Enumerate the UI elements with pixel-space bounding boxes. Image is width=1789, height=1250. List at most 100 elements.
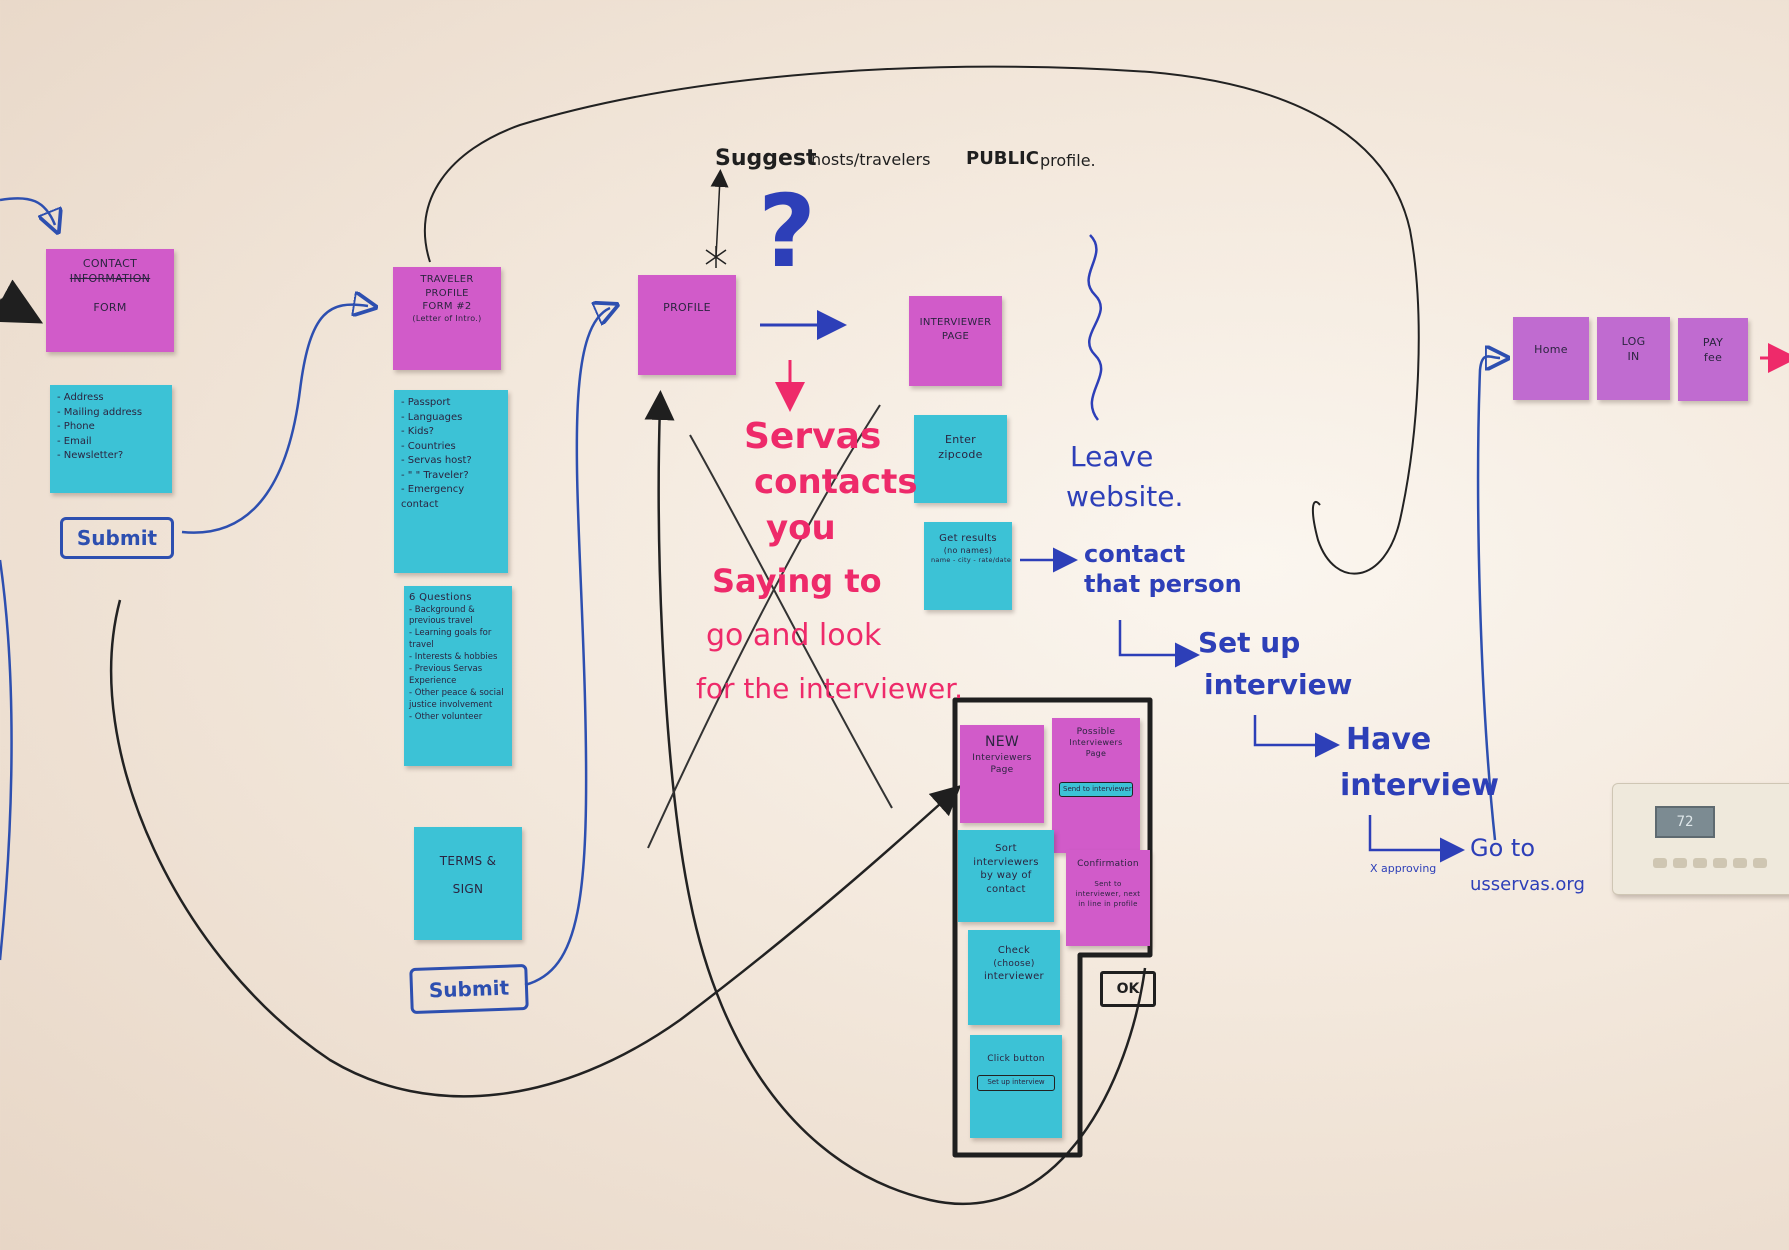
annotation-profile-word: profile. (1040, 151, 1096, 170)
thermostat-button (1653, 858, 1667, 868)
arrow-to-go-to (1368, 815, 1465, 863)
arrow-suggest-up (710, 169, 729, 259)
annotation-you: you (766, 508, 836, 548)
annotation-leave: Leave (1070, 440, 1154, 473)
note-line: New (984, 734, 1020, 750)
list-item: - Other peace & social justice involveme… (409, 687, 504, 710)
list-item: contact (401, 498, 439, 510)
note-line: zipcode (938, 447, 983, 461)
note-line: Get results (939, 533, 997, 544)
send-to-interviewer-button[interactable]: Send to interviewer (1059, 781, 1133, 798)
check-interviewer-note: Check (choose) interviewer (968, 930, 1060, 1025)
note-line: Information (69, 271, 151, 285)
questions-list: - Background & previous travel - Learnin… (409, 605, 507, 724)
list-item: - Passport (401, 397, 451, 408)
note-line: Terms & (439, 854, 497, 868)
squiggle-leave (1087, 234, 1103, 421)
list-item: - Address (57, 392, 104, 403)
traveler-form-note: Traveler Profile Form #2 (Letter of Intr… (393, 267, 501, 370)
annotation-question-mark: ? (758, 173, 817, 290)
get-results-note: Get results (no names) name - city - rat… (924, 522, 1012, 610)
note-line: (Letter of Intro.) (412, 313, 482, 323)
ok-button[interactable]: OK (1100, 971, 1156, 1007)
note-line: Contact (82, 257, 138, 270)
annotation-suggest: Suggest (715, 146, 817, 171)
list-item: - Previous Servas Experience (409, 663, 483, 686)
annotation-set-up: Set up (1198, 626, 1301, 659)
cross-out-line-1 (689, 434, 893, 809)
loop-line-top (423, 65, 1420, 575)
return-to-profile-line (644, 390, 1147, 1206)
list-item: - Phone (57, 421, 95, 432)
interviewer-screen-frame (952, 697, 1153, 1158)
annotation-that-person: that person (1084, 570, 1242, 598)
note-line: Check (997, 945, 1031, 956)
thermostat-button (1693, 858, 1707, 868)
annotation-for-interviewer: for the interviewer. (696, 672, 964, 705)
contact-fields-note: - Address - Mailing address - Phone - Em… (50, 385, 172, 493)
terms-note: Terms & Sign (414, 827, 522, 940)
note-line: Form #2 (422, 301, 472, 312)
list-item: - Servas host? (401, 455, 472, 466)
note-line: name - city - rate/date (931, 556, 1012, 565)
list-item: - Languages (401, 411, 463, 423)
annotation-saying: Saying to (712, 562, 882, 600)
interviewer-page-note: Interviewer Page (909, 296, 1002, 386)
arrow-submit-to-profile (524, 308, 610, 987)
note-line: Page (990, 765, 1014, 776)
thermostat-display: 72 (1655, 806, 1715, 838)
note-line: (choose) (993, 958, 1035, 969)
cross-out-line-2 (647, 404, 881, 849)
log-in-note: Log In (1597, 317, 1670, 400)
annotation-go-look: go and look (706, 618, 882, 653)
traveler-fields-list: - Passport - Languages - Kids? - Countri… (401, 396, 501, 512)
list-item: - Interests & hobbies (409, 652, 498, 663)
set-up-interview-button[interactable]: Set up interview (977, 1075, 1055, 1091)
annotation-go-to: Go to (1470, 834, 1536, 862)
list-item: - Other volunteer (409, 711, 483, 722)
annotation-contacts: contacts (754, 462, 918, 502)
annotation-servas: Servas (744, 416, 882, 457)
list-item: - Kids? (401, 426, 434, 437)
annotation-contact: contact (1084, 540, 1186, 568)
arrow-to-have-interview (1253, 715, 1340, 758)
annotation-x-approving: X approving (1370, 862, 1437, 875)
note-title: 6 Questions (409, 592, 472, 603)
list-item: - Mailing address (57, 406, 143, 418)
note-line: by way of (980, 870, 1032, 881)
note-line: Interviewers (1069, 738, 1123, 748)
possible-interviewers-note: Possible Interviewers Page Send to inter… (1052, 718, 1140, 853)
arrow-up-to-home (1476, 356, 1500, 841)
list-item: - Emergency (401, 484, 465, 495)
note-line: Click button (987, 1054, 1045, 1064)
loop-line-bottom (110, 599, 962, 1098)
click-button-note: Click button Set up interview (970, 1035, 1062, 1138)
note-line: In (1627, 349, 1640, 363)
note-line: Log (1621, 335, 1646, 348)
contact-form-note: Contact Information Form (46, 249, 174, 352)
note-line: Possible (1076, 727, 1116, 737)
list-item: - Learning goals for travel (409, 628, 492, 651)
annotation-hosts-travelers: hosts/travelers (811, 150, 931, 169)
note-line: Sort interviewers (973, 843, 1039, 868)
contact-fields-list: - Address - Mailing address - Phone - Em… (57, 391, 165, 464)
note-line: Traveler (420, 274, 474, 285)
thermostat-button (1673, 858, 1687, 868)
left-edge-curve (0, 559, 13, 961)
note-line: contact (986, 883, 1026, 895)
note-line: Enter (944, 433, 977, 446)
submit-button-2[interactable]: Submit (409, 963, 529, 1015)
confirmation-note: Confirmation Sent to interviewer, next i… (1066, 850, 1150, 946)
annotation-interview-2: interview (1340, 768, 1500, 803)
arrow-to-set-up (1118, 620, 1200, 668)
enter-zipcode-note: Enter zipcode (914, 415, 1007, 503)
arrow-submit-to-traveler (181, 305, 368, 534)
note-title: Confirmation (1077, 859, 1139, 869)
note-line: Sign (452, 882, 484, 897)
annotation-have: Have (1346, 722, 1432, 757)
thermostat: 72 (1612, 783, 1789, 895)
note-line: Page (1085, 748, 1107, 758)
submit-button-1[interactable]: Submit (60, 517, 174, 559)
